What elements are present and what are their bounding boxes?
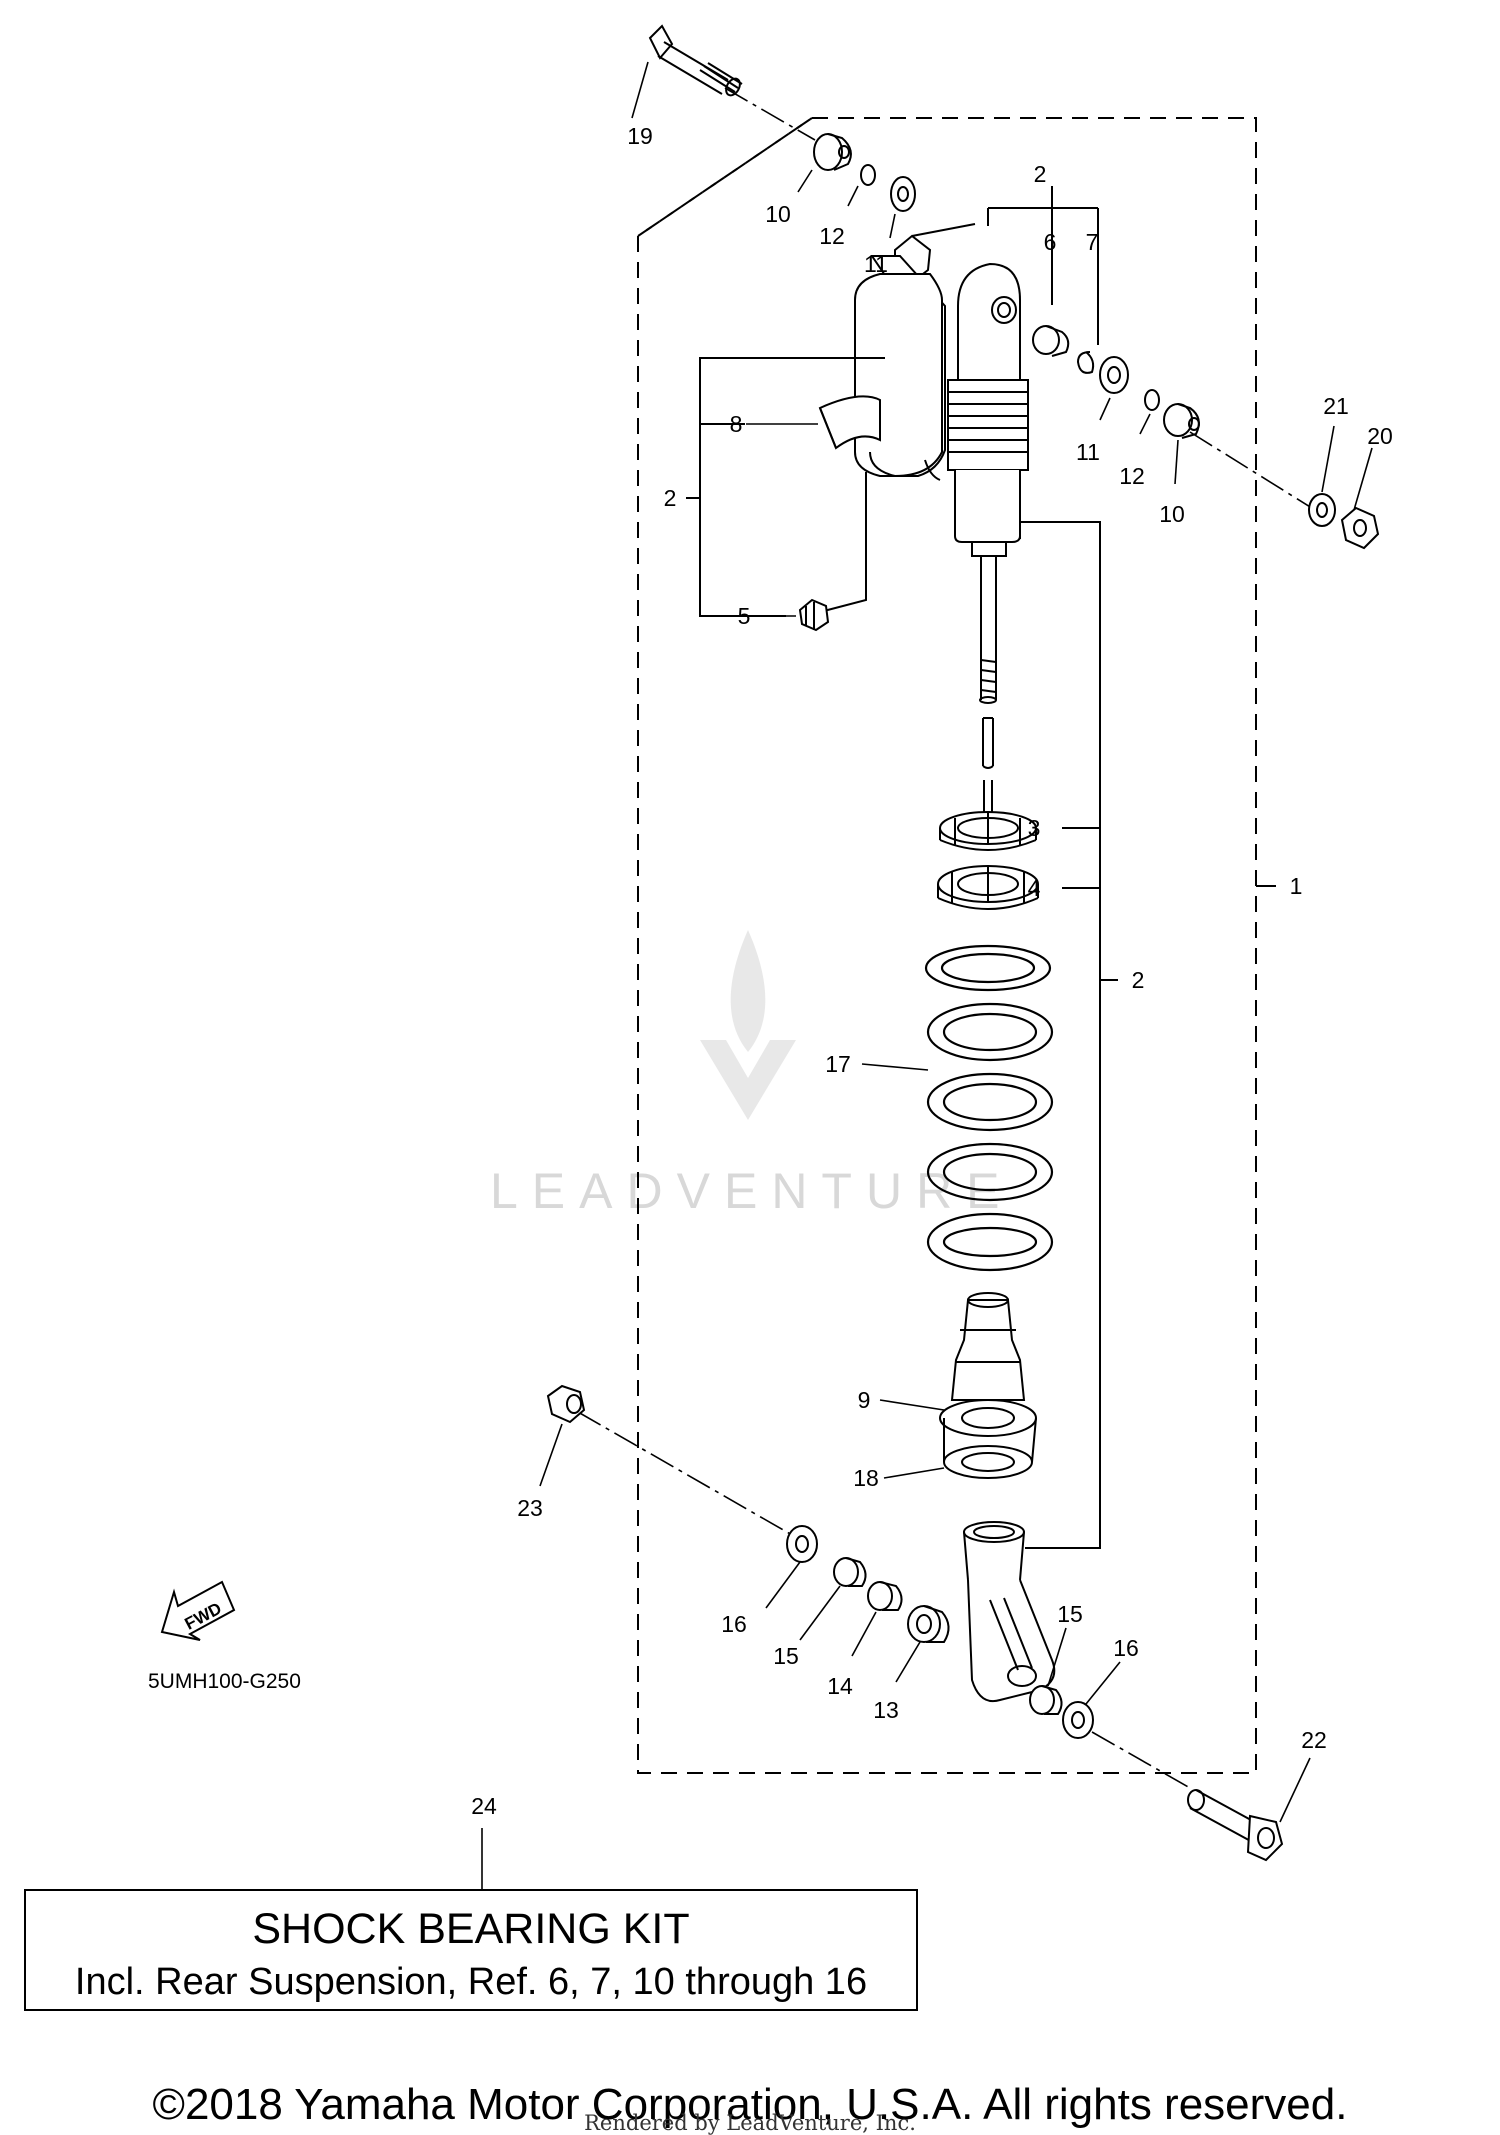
bolt-22 — [1187, 1789, 1284, 1862]
shock-body — [947, 262, 1029, 820]
collar-10-right — [1163, 403, 1200, 439]
washer-16-right — [1062, 1701, 1094, 1739]
copyright-notice: ©2018 Yamaha Motor Corporation, U.S.A. A… — [152, 2080, 1348, 2129]
nut-23 — [546, 1384, 586, 1424]
kit-description: Incl. Rear Suspension, Ref. 6, 7, 10 thr… — [74, 1961, 868, 2003]
callout-2-top: 2 — [1034, 161, 1047, 187]
bushing-6 — [1032, 325, 1070, 357]
callout-13: 13 — [873, 1697, 899, 1723]
callout-18: 18 — [853, 1465, 879, 1491]
callout-8: 8 — [730, 411, 743, 437]
callout-20: 20 — [1367, 423, 1393, 449]
callout-1: 1 — [1290, 873, 1303, 899]
leader-lines — [481, 61, 1373, 1890]
callout-10-top: 10 — [765, 201, 791, 227]
nut-5 — [798, 598, 830, 632]
callout-15-left: 15 — [773, 1643, 799, 1669]
callout-7: 7 — [1086, 229, 1099, 255]
leadventure-watermark: LEADVENTURE — [490, 930, 1014, 1219]
kit-title: SHOCK BEARING KIT — [252, 1905, 690, 1953]
bushing-14 — [867, 1581, 903, 1611]
callout-24: 24 — [471, 1793, 497, 1819]
washer-16-left — [786, 1525, 818, 1563]
callout-15-right: 15 — [1057, 1601, 1083, 1627]
nut-4 — [937, 865, 1039, 910]
fwd-arrow-icon — [160, 1580, 236, 1641]
callout-10-right: 10 — [1159, 501, 1185, 527]
callout-14: 14 — [827, 1673, 853, 1699]
callout-2-right: 2 — [1132, 967, 1145, 993]
callout-16-right: 16 — [1113, 1635, 1139, 1661]
callout-11-right: 11 — [1076, 439, 1100, 465]
collar-10-top — [813, 133, 852, 171]
diagram-code: 5UMH100-G250 — [148, 1670, 301, 1693]
callout-21: 21 — [1323, 393, 1349, 419]
bearing-13 — [907, 1605, 950, 1643]
callout-19: 19 — [627, 123, 653, 149]
assembly-boundary — [637, 117, 1257, 1774]
callout-12-top: 12 — [819, 223, 845, 249]
chain-lines — [577, 87, 1316, 1789]
callout-23: 23 — [517, 1495, 543, 1521]
nut-3 — [939, 811, 1037, 851]
group-bracket-right — [1020, 521, 1118, 1549]
callout-11-top: 11 — [864, 251, 888, 277]
callout-6: 6 — [1044, 229, 1057, 255]
group-bracket-left — [686, 357, 885, 617]
rendered-by-credit: Rendered by LeadVenture, Inc. — [584, 2111, 916, 2135]
watermark-text: LEADVENTURE — [490, 1163, 1014, 1219]
leader-dashed-19 — [637, 117, 813, 237]
group-bracket-top — [911, 186, 1099, 345]
spring-17 — [924, 944, 1054, 1272]
callout-labels: 19 10 12 11 2 6 7 8 2 11 12 10 21 20 5 3… — [471, 123, 1393, 1819]
callout-12-right: 12 — [1119, 463, 1145, 489]
lower-clevis — [963, 1521, 1056, 1702]
callout-4: 4 — [1028, 875, 1041, 901]
collar-15-left — [833, 1557, 867, 1587]
callout-22: 22 — [1301, 1727, 1327, 1753]
washer-11-right — [1099, 356, 1129, 394]
washer-21 — [1308, 493, 1336, 527]
callout-16-left: 16 — [721, 1611, 747, 1637]
callout-3: 3 — [1028, 815, 1041, 841]
callout-5: 5 — [738, 603, 751, 629]
callout-17: 17 — [825, 1051, 851, 1077]
cover-8 — [818, 395, 881, 450]
seat-18 — [939, 1399, 1037, 1479]
callout-2-left: 2 — [664, 485, 677, 511]
oring-12-top — [860, 164, 876, 186]
bolt-19 — [648, 24, 743, 97]
nut-20 — [1340, 506, 1380, 550]
collar-15-right — [1029, 1685, 1063, 1715]
washer-11-top — [890, 176, 916, 212]
callout-9: 9 — [858, 1387, 871, 1413]
circlip-7 — [1076, 351, 1095, 374]
oring-12-right — [1144, 389, 1160, 411]
kit-info-box: SHOCK BEARING KIT Incl. Rear Suspension,… — [24, 1889, 918, 2011]
bumper-9 — [950, 1292, 1026, 1401]
